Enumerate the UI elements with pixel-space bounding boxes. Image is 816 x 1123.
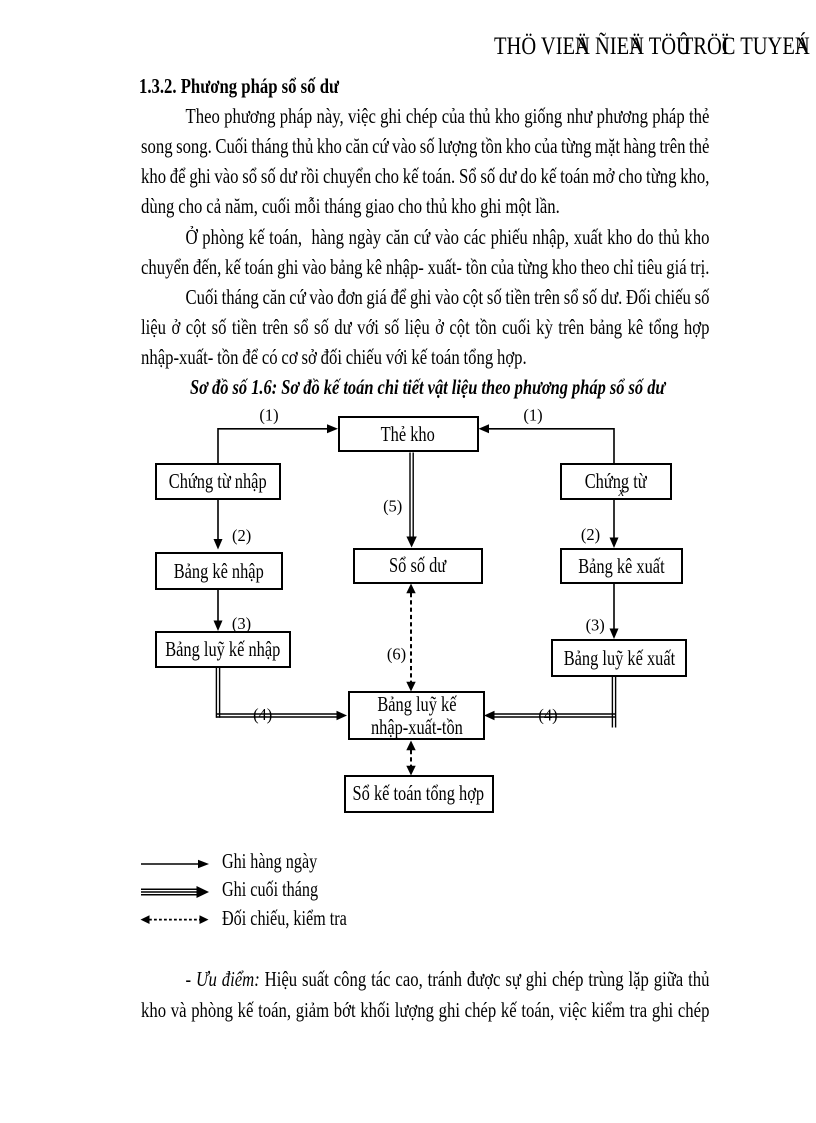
svg-text:(6): (6) [387,645,406,664]
svg-text:(4): (4) [538,706,557,725]
svg-text:(2): (2) [232,526,251,545]
svg-text:(1): (1) [523,406,542,425]
svg-text:(2): (2) [581,525,600,544]
svg-text:(3): (3) [232,614,251,633]
svg-text:(3): (3) [586,616,605,635]
svg-text:(5): (5) [383,497,402,516]
svg-text:(4): (4) [253,705,272,724]
svg-text:(1): (1) [259,406,278,425]
